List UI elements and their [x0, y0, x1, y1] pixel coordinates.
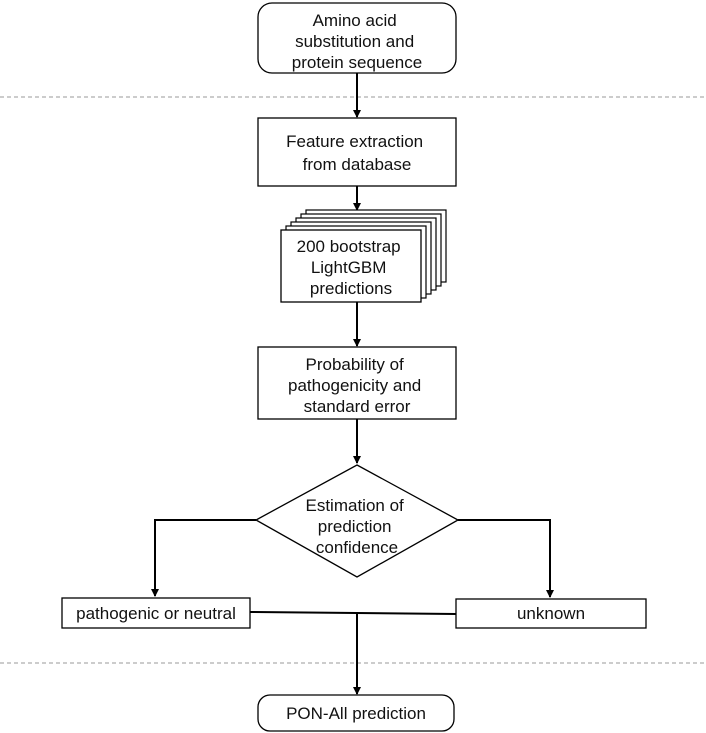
- input-line-1: Amino acid: [313, 11, 397, 30]
- confidence-line-2: prediction: [318, 517, 392, 536]
- input-line-3: protein sequence: [292, 53, 422, 72]
- probability-line-3: standard error: [304, 397, 411, 416]
- bootstrap-node: [280, 229, 422, 303]
- pathogenic-label: pathogenic or neutral: [76, 604, 236, 623]
- features-line-1: Feature extraction: [286, 132, 423, 151]
- arrow-confidence-to-pathogenic: [151, 519, 256, 597]
- output-node: [257, 694, 455, 732]
- input-line-2: substitution and: [295, 32, 414, 51]
- bootstrap-stack: [280, 209, 447, 303]
- svg-text:Probability of pathogenici: Probability of pathogenicity and standar…: [288, 355, 426, 416]
- svg-text:200 bootstrap LightGBM: 200 bootstrap LightGBM predictions: [297, 237, 406, 298]
- merge-line: [249, 611, 457, 615]
- feature-extraction-node: [257, 117, 457, 187]
- arrow-confidence-to-unknown: [458, 519, 554, 598]
- svg-text:Estimation of prediction: Estimation of prediction confidence: [306, 496, 409, 557]
- confidence-line-3: confidence: [316, 538, 398, 557]
- bootstrap-line-1: 200 bootstrap: [297, 237, 401, 256]
- unknown-label: unknown: [517, 604, 585, 623]
- bootstrap-line-3: predictions: [310, 279, 392, 298]
- features-line-2: from database: [303, 155, 412, 174]
- probability-line-1: Probability of: [305, 355, 404, 374]
- svg-text:Feature extraction from da: Feature extraction from database: [286, 132, 428, 174]
- output-label: PON-All prediction: [286, 704, 426, 723]
- confidence-decision-node: [254, 464, 460, 578]
- bootstrap-line-2: LightGBM: [311, 258, 387, 277]
- pathogenic-or-neutral-node: [61, 597, 251, 629]
- unknown-node: [455, 598, 647, 629]
- svg-text:Amino acid substitution an: Amino acid substitution and protein sequ…: [292, 11, 422, 72]
- confidence-line-1: Estimation of: [306, 496, 405, 515]
- probability-line-2: pathogenicity and: [288, 376, 421, 395]
